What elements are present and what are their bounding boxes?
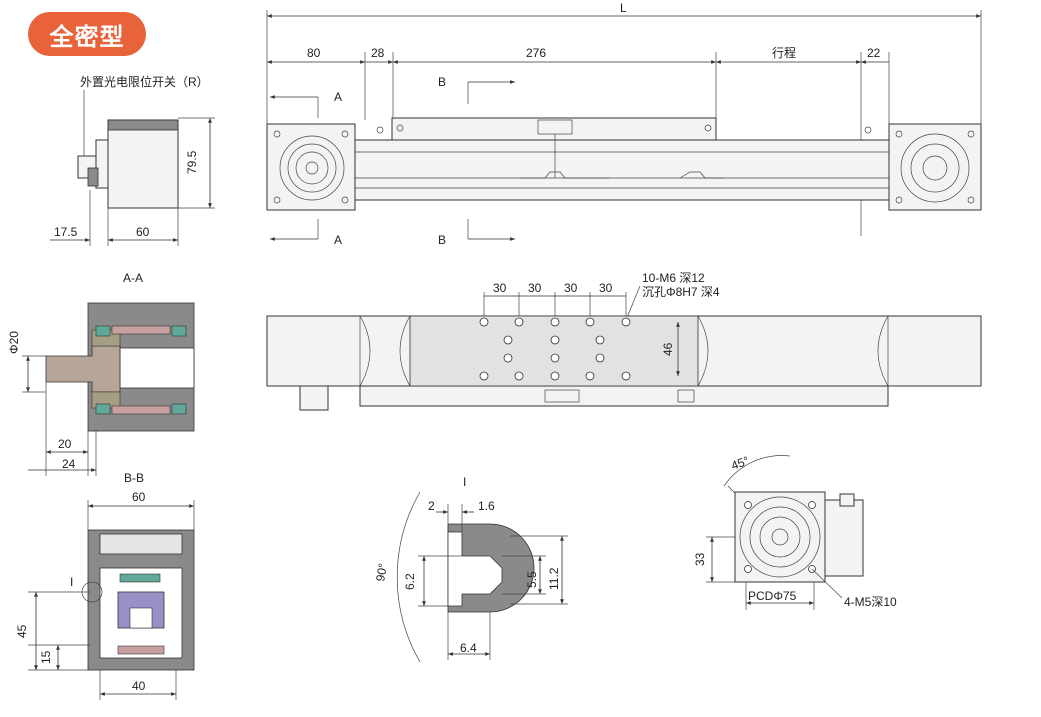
- flange-pcd: PCDΦ75: [748, 589, 797, 603]
- dim-22: 22: [867, 46, 881, 60]
- flange-dim-33: 33: [693, 552, 707, 566]
- angle-45: 45°: [729, 453, 751, 472]
- dim-bb-15: 15: [39, 650, 53, 664]
- dim-bb-40: 40: [132, 679, 146, 693]
- pitch-30-b: 30: [528, 281, 542, 295]
- dim-28: 28: [371, 46, 385, 60]
- holes-note-2: 沉孔Φ8H7 深4: [642, 285, 720, 299]
- pitch-30-a: 30: [493, 281, 507, 295]
- detail-dim-6-2: 6.2: [403, 573, 417, 590]
- flange-view: 45° 33 PCDΦ75 4-M5深10: [693, 453, 897, 610]
- pitch-30-d: 30: [599, 281, 613, 295]
- detail-I-title: I: [463, 475, 466, 489]
- dim-20: 20: [58, 437, 72, 451]
- detail-dim-5-5: 5.5: [525, 571, 539, 588]
- dim-phi20: Φ20: [7, 331, 21, 354]
- dim-60: 60: [136, 225, 150, 239]
- front-view: L 80 28 276 行程 22 A B A: [266, 1, 982, 247]
- detail-i: I 90° 2 1.6 6.2 5.5 11.2: [373, 475, 568, 663]
- detail-I-marker: I: [70, 575, 73, 589]
- section-B-bottom: B: [438, 233, 446, 247]
- holes-note-1: 10-M6 深12: [642, 271, 705, 285]
- dim-bb-60: 60: [132, 490, 146, 504]
- sensor-label: 外置光电限位开关（R）: [80, 74, 209, 89]
- type-badge: 全密型: [28, 12, 146, 56]
- section-A-bottom: A: [334, 233, 342, 247]
- section-A-top: A: [334, 90, 342, 104]
- plan-view: 10-M6 深12 沉孔Φ8H7 深4 30 30 30 30: [266, 271, 982, 411]
- dim-bb-45: 45: [15, 624, 29, 638]
- pitch-30-c: 30: [564, 281, 578, 295]
- dim-24: 24: [62, 457, 76, 471]
- dim-17-5: 17.5: [54, 225, 78, 239]
- dim-80: 80: [307, 46, 321, 60]
- section-a-a-title: A-A: [123, 271, 143, 285]
- dim-stroke: 行程: [772, 45, 796, 60]
- detail-dim-2: 2: [428, 499, 435, 513]
- detail-dim-11-2: 11.2: [547, 567, 561, 590]
- flange-m5-note: 4-M5深10: [844, 595, 897, 609]
- section-b-b-title: B-B: [124, 471, 144, 485]
- section-a-a: A-A Φ20 20 24: [7, 271, 195, 476]
- detail-dim-6-4: 6.4: [460, 641, 477, 655]
- section-b-b: B-B 60 I 45 15 40: [15, 471, 195, 700]
- dim-46: 46: [661, 342, 675, 356]
- side-view: 外置光电限位开关（R） 79.5 17.5 60: [50, 74, 215, 246]
- dim-L: L: [620, 1, 627, 15]
- dim-276: 276: [526, 46, 546, 60]
- angle-90: 90°: [373, 562, 390, 583]
- section-B-top: B: [438, 75, 446, 89]
- detail-dim-1-6: 1.6: [478, 499, 495, 513]
- dim-79-5: 79.5: [185, 150, 199, 174]
